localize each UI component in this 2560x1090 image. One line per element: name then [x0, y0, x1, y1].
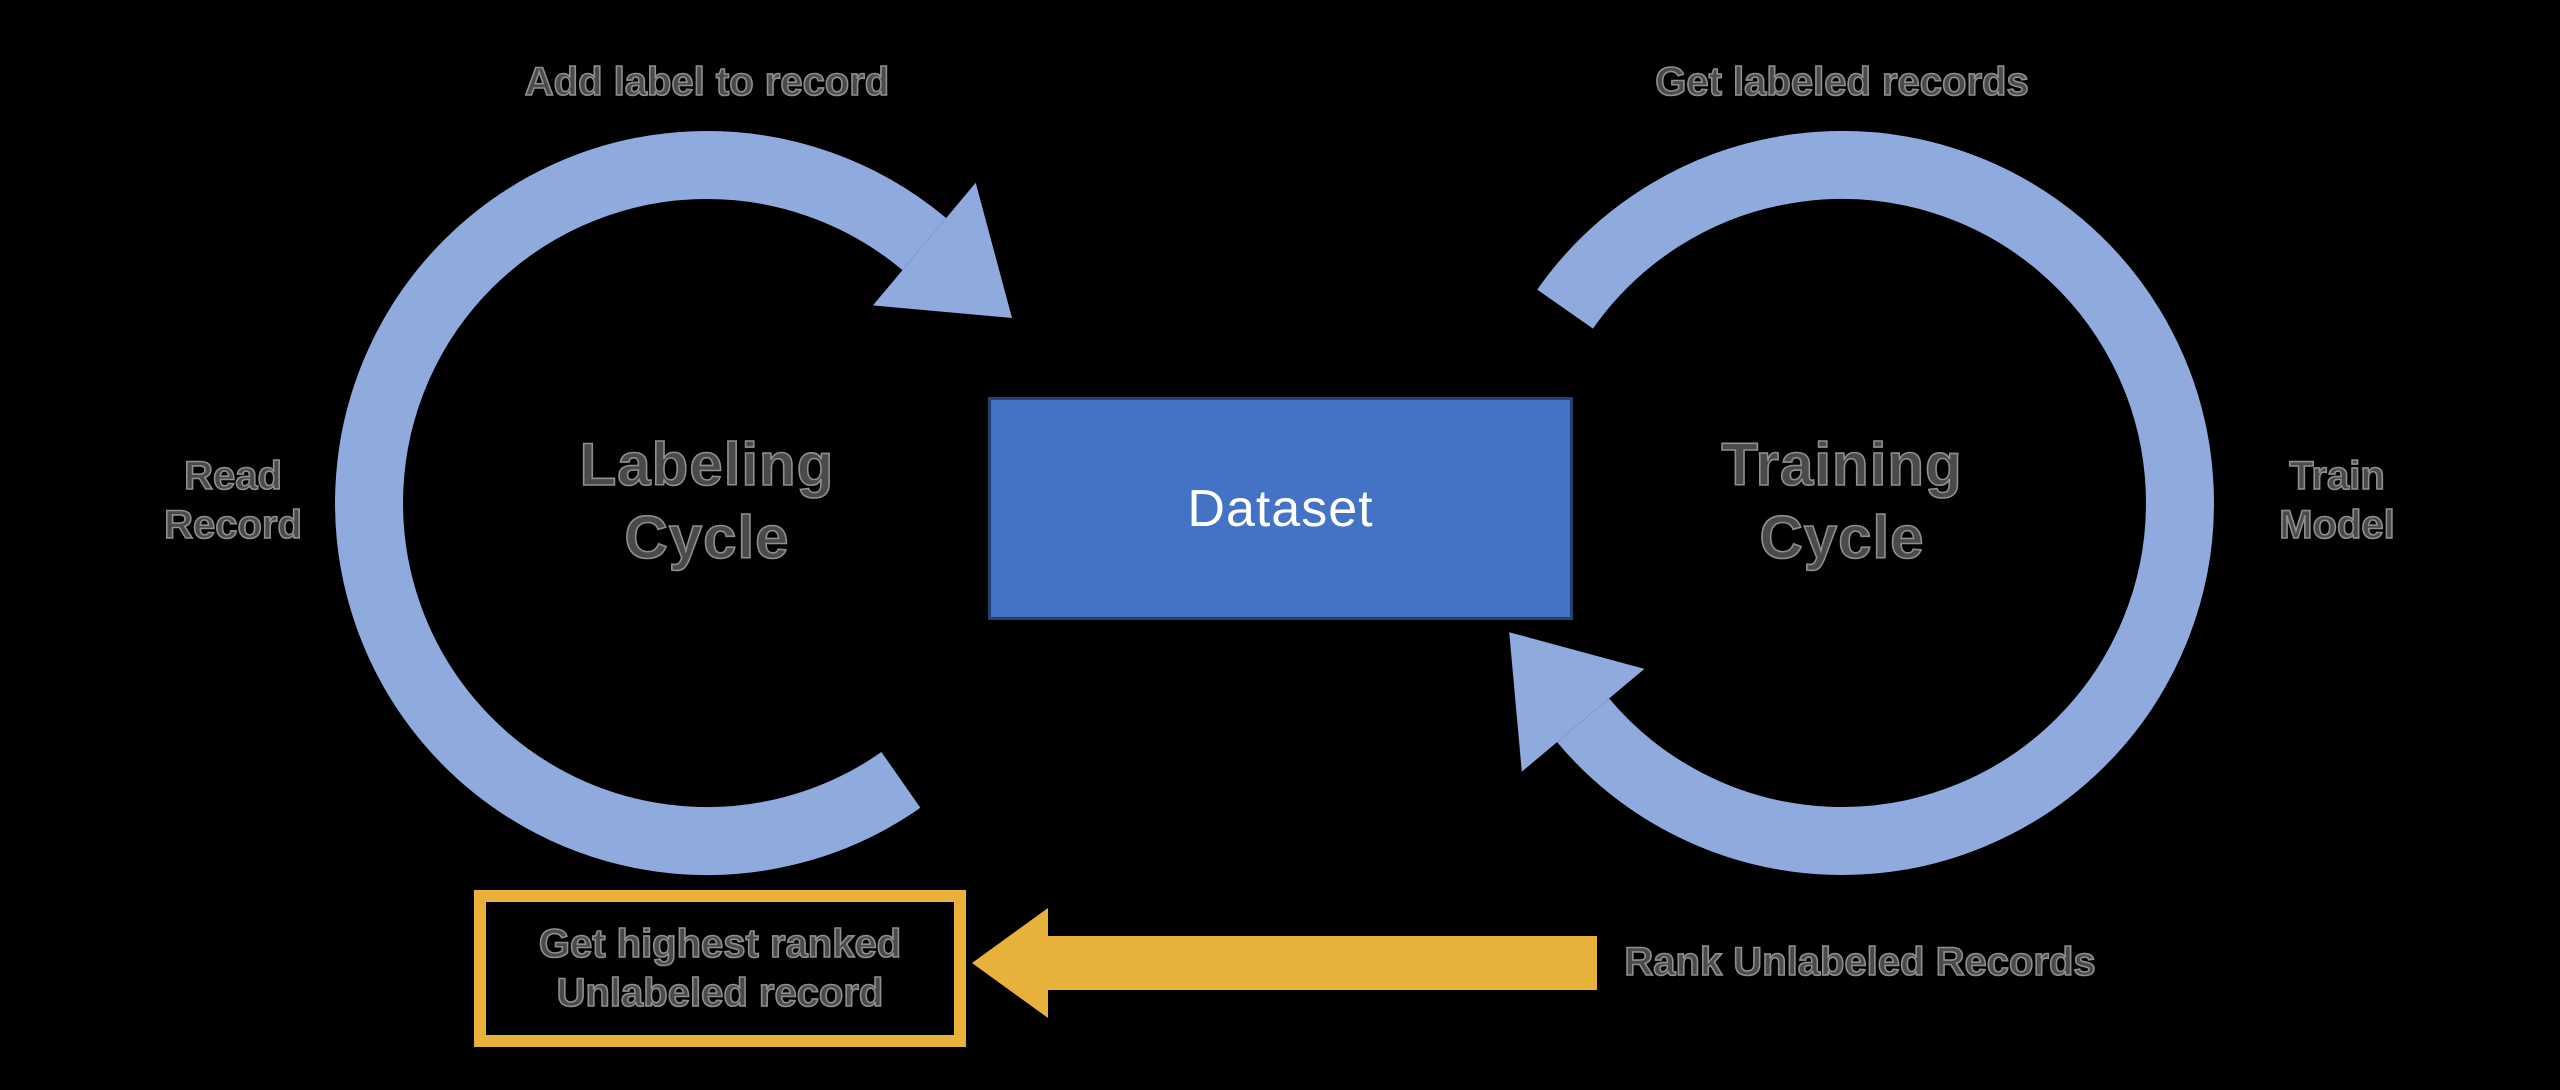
dataset-label: Dataset	[1187, 479, 1374, 538]
rank-unlabeled-records-label: Rank Unlabeled Records	[1624, 939, 2097, 985]
rank-flow-arrow-icon	[972, 908, 1597, 1018]
read-record-line2: Record	[163, 502, 302, 548]
train-model-label: Train Model	[2187, 452, 2487, 550]
get-labeled-records-label: Get labeled records	[1654, 59, 2029, 105]
labeling-cycle-title-line2: Cycle	[624, 503, 790, 572]
get-highest-ranked-line1: Get highest ranked	[538, 921, 902, 967]
add-label-to-record-label: Add label to record	[524, 59, 890, 105]
get-highest-ranked-line2: Unlabeled record	[556, 970, 884, 1016]
train-model-line1: Train	[2288, 453, 2385, 499]
training-cycle-title-line1: Training	[1721, 430, 1963, 499]
get-highest-ranked-box: Get highest ranked Unlabeled record	[474, 890, 966, 1047]
training-cycle-title: Training Cycle	[1542, 428, 2142, 574]
dataset-box: Dataset	[988, 397, 1573, 620]
training-cycle-arrow-arc	[1537, 130, 2214, 875]
labeling-cycle-arrow-arc	[335, 131, 947, 875]
labeling-cycle-title: Labeling Cycle	[407, 428, 1007, 574]
train-model-line2: Model	[2278, 502, 2395, 548]
read-record-line1: Read	[183, 453, 282, 499]
training-cycle-title-line2: Cycle	[1759, 503, 1925, 572]
labeling-cycle-arrowhead-icon	[872, 182, 1012, 318]
read-record-label: Read Record	[83, 452, 383, 550]
labeling-cycle-title-line1: Labeling	[579, 430, 835, 499]
training-cycle-arrowhead-icon	[1509, 632, 1645, 772]
